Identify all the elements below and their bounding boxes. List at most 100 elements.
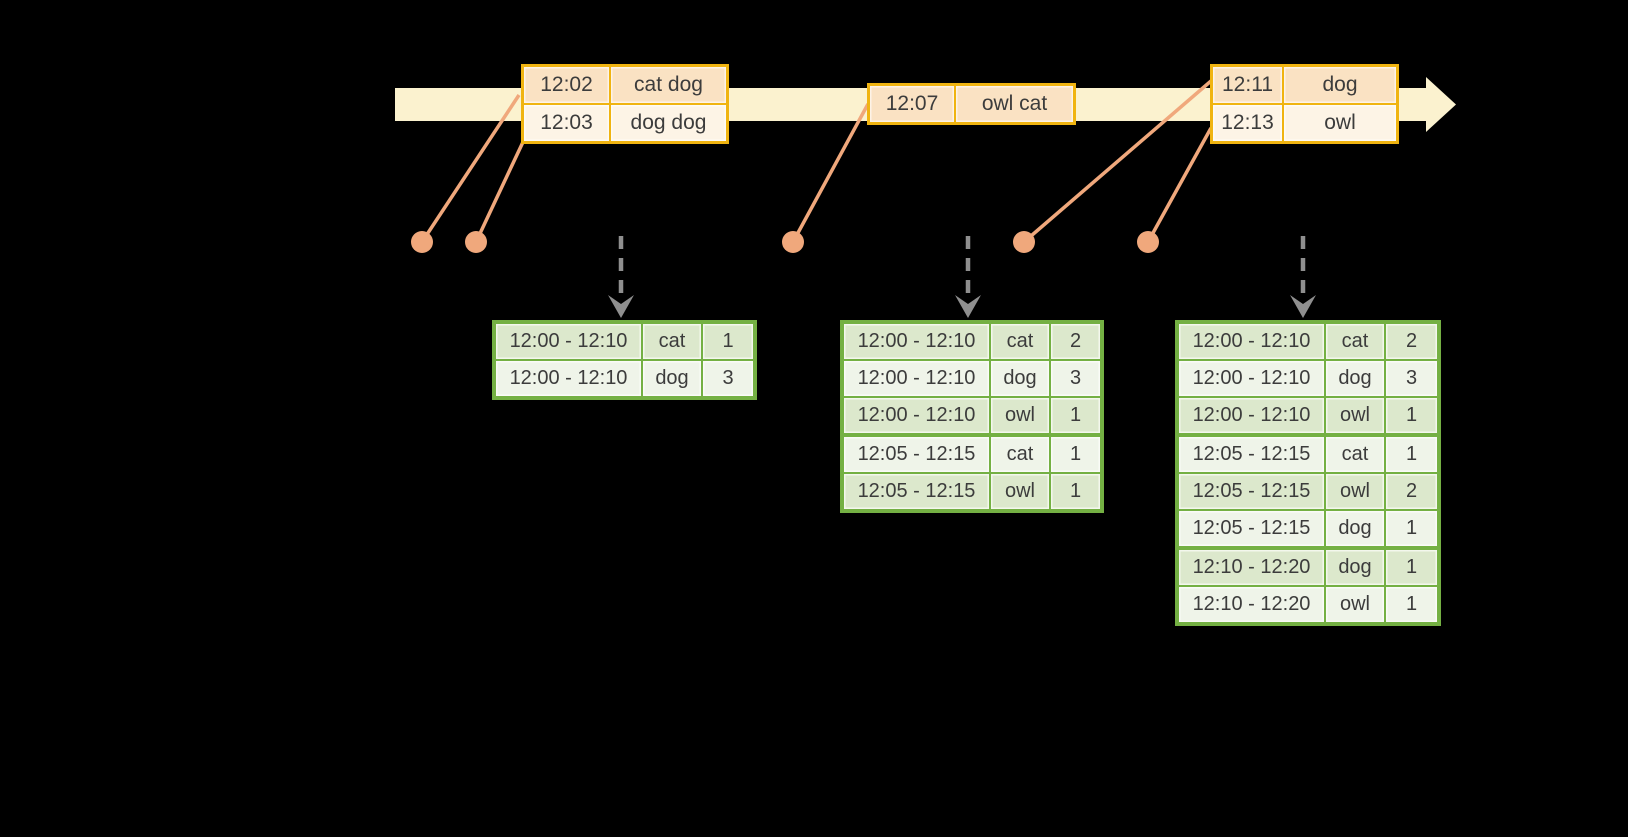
word-cell: dog	[1326, 511, 1384, 546]
window-cell: 12:05 - 12:15	[844, 474, 989, 509]
event-time-cell: 12:13	[1213, 105, 1282, 141]
word-cell: owl	[991, 398, 1049, 433]
event-markers	[411, 231, 1159, 253]
window-cell: 12:05 - 12:15	[844, 437, 989, 472]
trigger-arrowhead-icon	[608, 295, 634, 318]
event-time-cell: 12:03	[524, 105, 609, 141]
event-words-cell: owl	[1284, 105, 1396, 141]
word-cell: cat	[991, 437, 1049, 472]
word-cell: owl	[1326, 398, 1384, 433]
count-cell: 1	[1386, 511, 1437, 546]
window-cell: 12:05 - 12:15	[1179, 474, 1324, 509]
word-cell: cat	[643, 324, 701, 359]
event-time-cell: 12:11	[1213, 67, 1282, 103]
window-cell: 12:00 - 12:10	[1179, 398, 1324, 433]
event-marker-dot	[1013, 231, 1035, 253]
word-cell: dog	[643, 361, 701, 396]
count-cell: 1	[1051, 474, 1100, 509]
window-cell: 12:00 - 12:10	[496, 324, 641, 359]
word-cell: dog	[991, 361, 1049, 396]
window-cell: 12:00 - 12:10	[1179, 361, 1324, 396]
window-cell: 12:00 - 12:10	[844, 361, 989, 396]
event-words-cell: dog dog	[611, 105, 726, 141]
event-words-cell: cat dog	[611, 67, 726, 103]
word-cell: owl	[1326, 587, 1384, 622]
word-cell: owl	[1326, 474, 1384, 509]
count-cell: 1	[1386, 550, 1437, 585]
count-cell: 1	[1051, 437, 1100, 472]
event-marker-dot	[465, 231, 487, 253]
count-cell: 2	[1051, 324, 1100, 359]
count-cell: 1	[1051, 398, 1100, 433]
timeline-arrowhead-icon	[1426, 77, 1456, 132]
word-cell: cat	[1326, 437, 1384, 472]
window-cell: 12:00 - 12:10	[496, 361, 641, 396]
window-cell: 12:00 - 12:10	[844, 324, 989, 359]
trigger-arrows	[608, 236, 1316, 318]
count-cell: 2	[1386, 324, 1437, 359]
count-cell: 3	[1386, 361, 1437, 396]
event-connector-line	[1146, 127, 1213, 243]
event-time-cell: 12:07	[870, 86, 954, 122]
window-cell: 12:05 - 12:15	[1179, 511, 1324, 546]
count-cell: 1	[1386, 398, 1437, 433]
word-cell: cat	[1326, 324, 1384, 359]
event-connector-line	[474, 141, 525, 243]
count-cell: 3	[1051, 361, 1100, 396]
event-time-cell: 12:02	[524, 67, 609, 103]
event-words-cell: owl cat	[956, 86, 1073, 122]
window-cell: 12:10 - 12:20	[1179, 550, 1324, 585]
count-cell: 1	[1386, 437, 1437, 472]
event-words-cell: dog	[1284, 67, 1396, 103]
window-cell: 12:10 - 12:20	[1179, 587, 1324, 622]
event-marker-dot	[782, 231, 804, 253]
trigger-arrowhead-icon	[955, 295, 981, 318]
trigger-arrowhead-icon	[1290, 295, 1316, 318]
window-cell: 12:00 - 12:10	[844, 398, 989, 433]
count-cell: 1	[1386, 587, 1437, 622]
count-cell: 1	[703, 324, 753, 359]
word-cell: dog	[1326, 361, 1384, 396]
event-connector-lines	[420, 79, 1213, 244]
event-connector-line	[1022, 79, 1213, 244]
word-cell: owl	[991, 474, 1049, 509]
word-cell: cat	[991, 324, 1049, 359]
event-marker-dot	[411, 231, 433, 253]
count-cell: 2	[1386, 474, 1437, 509]
event-marker-dot	[1137, 231, 1159, 253]
window-cell: 12:05 - 12:15	[1179, 437, 1324, 472]
word-cell: dog	[1326, 550, 1384, 585]
window-cell: 12:00 - 12:10	[1179, 324, 1324, 359]
event-connector-line	[791, 103, 870, 243]
